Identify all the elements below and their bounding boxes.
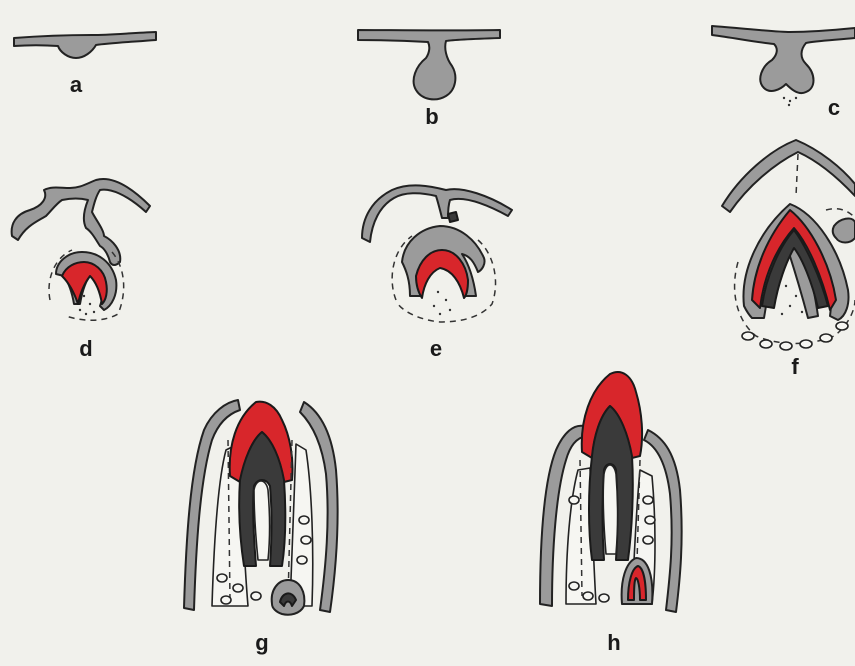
label-e: e — [430, 336, 442, 361]
label-d: d — [79, 336, 92, 361]
panel-e: e — [362, 185, 512, 361]
pulp-g — [254, 481, 270, 560]
label-c: c — [828, 95, 840, 120]
panel-a: a — [14, 32, 156, 97]
label-b: b — [425, 104, 438, 129]
panel-c: c — [712, 26, 855, 120]
mesenchyme-dots-c — [783, 97, 797, 106]
enamel-d — [62, 262, 107, 304]
successor-bud-f — [833, 219, 855, 243]
panel-h: h — [540, 372, 682, 655]
gubernaculum-f — [796, 154, 798, 196]
dental-lamina-fragment-e — [448, 212, 458, 222]
tooth-bud-c — [712, 26, 855, 93]
label-a: a — [70, 72, 83, 97]
label-h: h — [607, 630, 620, 655]
pulp-h — [603, 465, 617, 554]
panel-d: d — [12, 179, 150, 361]
tooth-bud-b — [358, 30, 500, 99]
label-g: g — [255, 630, 268, 655]
panel-g: g — [184, 400, 338, 655]
label-f: f — [791, 354, 799, 379]
panel-b: b — [358, 30, 500, 129]
papilla-dots-e — [433, 291, 451, 315]
epithelium-thickening-a — [14, 32, 156, 58]
oral-mucosa-f — [722, 140, 855, 212]
panel-f: f — [722, 140, 855, 379]
